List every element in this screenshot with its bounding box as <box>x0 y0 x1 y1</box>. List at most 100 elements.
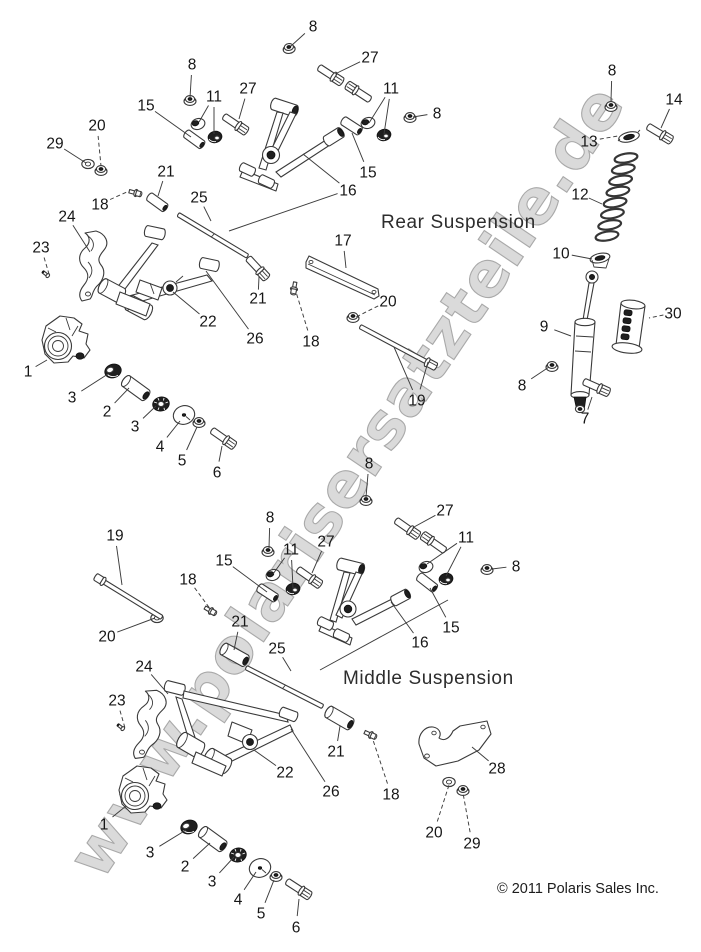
leader-line-20 <box>97 135 102 167</box>
coil-spring <box>594 152 639 242</box>
part-number-8: 8 <box>309 19 318 36</box>
sleeve-21-rear <box>144 191 170 214</box>
part-number-2: 2 <box>181 859 190 876</box>
part-number-15: 15 <box>359 165 376 182</box>
bolt-27-rear-a <box>315 62 346 88</box>
shock-absorber <box>570 270 599 414</box>
nut-20-rear <box>94 165 108 176</box>
nut-20-rod <box>346 312 360 323</box>
part-number-9: 9 <box>540 319 549 336</box>
spacer-2-middle <box>196 824 230 854</box>
leader-line-27 <box>238 98 246 120</box>
leader-line-2 <box>114 387 130 404</box>
section-title-middle: Middle Suspension <box>343 668 514 689</box>
part-number-27: 27 <box>361 50 378 67</box>
bushing-cap-3-middle <box>178 817 200 837</box>
leader-line-3 <box>219 856 235 874</box>
leader-line-16 <box>302 153 340 184</box>
leader-line-4 <box>243 871 257 891</box>
part-number-3: 3 <box>131 419 140 436</box>
leader-line-5 <box>264 879 275 903</box>
leader-line-27 <box>311 550 323 574</box>
bolt-6-rear <box>208 425 239 452</box>
leader-line-24 <box>150 674 169 695</box>
pivot-strap <box>305 255 380 300</box>
lower-a-arm-rear <box>97 225 220 321</box>
bushing-11-middle-right-b <box>437 571 455 587</box>
bearing-3-middle <box>227 845 249 865</box>
leader-line-11 <box>198 105 209 123</box>
part-number-1: 1 <box>100 817 109 834</box>
part-number-21: 21 <box>231 614 248 631</box>
part-number-18: 18 <box>91 197 108 214</box>
leader-line-8 <box>412 114 428 118</box>
part-number-10: 10 <box>552 246 570 263</box>
leader-line-1 <box>112 805 127 818</box>
part-number-11: 11 <box>458 530 474 547</box>
part-number-19: 19 <box>106 528 123 545</box>
part-number-8: 8 <box>266 510 275 527</box>
part-number-18: 18 <box>179 572 196 589</box>
leader-line-29 <box>462 792 471 833</box>
leader-line-19 <box>116 545 123 586</box>
part-number-8: 8 <box>512 559 521 576</box>
leader-line-6 <box>218 445 223 462</box>
part-number-27: 27 <box>317 534 334 551</box>
part-number-23: 23 <box>32 240 49 257</box>
leader-line-15 <box>351 132 365 162</box>
bolt-27-middle-a <box>392 515 423 542</box>
rod-19-middle <box>93 573 164 620</box>
spring-retainer <box>617 129 641 143</box>
part-number-18: 18 <box>302 334 319 351</box>
washer-20-bracket <box>442 776 456 788</box>
part-number-13: 13 <box>580 134 597 151</box>
leader-line-20 <box>117 617 156 633</box>
part-number-8: 8 <box>188 57 197 74</box>
part-number-7: 7 <box>581 411 590 428</box>
leader-line-20 <box>355 305 379 318</box>
part-number-12: 12 <box>571 187 588 204</box>
leader-line-24 <box>72 225 91 253</box>
part-number-8: 8 <box>518 378 527 395</box>
part-number-1: 1 <box>24 364 33 381</box>
leader-line-8 <box>530 366 550 380</box>
nut-8-middle-top <box>359 495 373 506</box>
bearing-3-rear <box>150 394 172 414</box>
leader-line-29 <box>63 148 87 164</box>
lower-a-arm-middle <box>163 680 299 777</box>
leader-line-12 <box>588 197 603 205</box>
bushing-11-rear-right-b <box>375 127 393 143</box>
part-number-16: 16 <box>339 183 356 200</box>
nut-8-middle-left <box>261 546 275 557</box>
leader-line-22 <box>172 291 200 315</box>
part-number-11: 11 <box>383 81 399 98</box>
sleeve-15-rear-left <box>181 128 207 151</box>
bolt-6-middle <box>283 876 314 902</box>
leader-line-21 <box>337 725 341 742</box>
nut-5-middle <box>269 871 283 882</box>
part-number-8: 8 <box>608 63 617 80</box>
leader-line-27 <box>413 514 436 528</box>
leader-line-17 <box>343 250 347 269</box>
part-number-29: 29 <box>463 836 480 853</box>
bracket-28 <box>418 720 492 767</box>
bolt-14 <box>644 121 676 146</box>
leader-line-8 <box>268 527 271 549</box>
part-number-28: 28 <box>488 761 505 778</box>
part-number-6: 6 <box>292 920 301 937</box>
leader-line-26 <box>290 728 326 783</box>
nut-8-rear-top <box>281 42 297 55</box>
part-number-20: 20 <box>88 118 106 135</box>
part-number-21: 21 <box>249 291 266 308</box>
part-number-24: 24 <box>58 209 76 226</box>
washer-4-middle <box>246 855 274 881</box>
part-number-6: 6 <box>213 465 222 482</box>
leader-line-15 <box>154 111 192 138</box>
part-number-11: 11 <box>283 542 299 559</box>
nut-8-rear-right <box>403 112 417 123</box>
leader-line-21 <box>257 276 260 290</box>
part-number-23: 23 <box>108 693 125 710</box>
nut-5-rear <box>192 417 206 428</box>
leader-line-25 <box>282 656 292 672</box>
